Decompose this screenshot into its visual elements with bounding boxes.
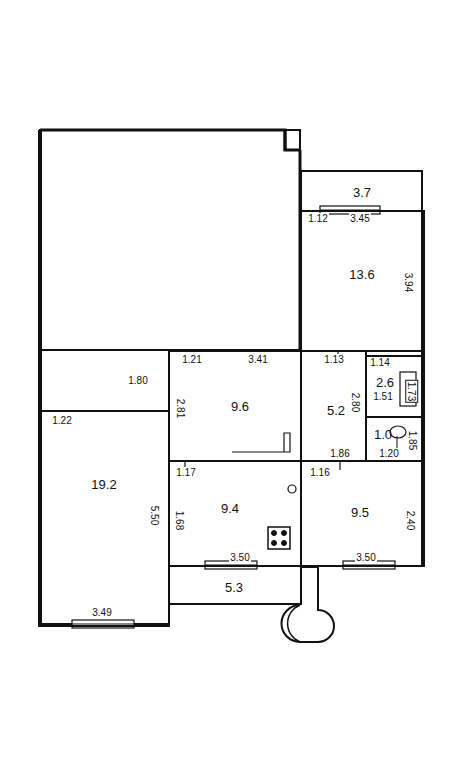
area-label: 2.6: [376, 375, 394, 390]
dimension-label: 1.73: [406, 379, 419, 402]
dimension-label: 1.21: [181, 354, 202, 365]
dimension-label: 1.80: [127, 375, 148, 386]
built-in: [232, 433, 290, 452]
dimension-label: 3.50: [229, 552, 250, 563]
area-label: 5.3: [225, 580, 243, 595]
dimension-label: 2.40: [406, 509, 417, 530]
dimension-label: 2.80: [351, 391, 362, 412]
riser: [288, 485, 296, 493]
area-label: 13.6: [349, 267, 374, 282]
corridor-area: 9.6: [168, 350, 302, 462]
stove: [268, 527, 290, 549]
room-outline: [40, 130, 300, 350]
dimension-label: 3.50: [355, 552, 376, 563]
dimension-label: 3.94: [404, 271, 415, 292]
dimension-label: 3.45: [349, 213, 370, 224]
area-label: 1.0: [374, 427, 392, 442]
area-label: 3.7: [353, 185, 371, 200]
dimension-label: 1.20: [378, 448, 399, 459]
outer-wall: [40, 130, 300, 150]
area-label: 9.5: [351, 505, 369, 520]
dimension-label: 1.68: [175, 509, 186, 530]
dimension-label: 3.49: [91, 607, 112, 618]
dimension-label: 1.16: [309, 467, 330, 478]
dimension-label: 1.14: [369, 357, 390, 368]
dimension-label: 1.13: [323, 354, 344, 365]
dimension-label: 1.51: [372, 391, 393, 402]
area-label: 9.6: [231, 399, 249, 414]
dimension-label: 1.22: [51, 415, 72, 426]
dimension-label: 2.81: [176, 397, 187, 418]
balcony-room: 3.7: [300, 170, 423, 212]
dimension-label: 1.86: [329, 448, 350, 459]
area-label: 5.2: [327, 403, 345, 418]
loggia-area: 5.3: [168, 565, 302, 605]
outer-wall: [40, 130, 170, 625]
dimension-label: 1.12: [307, 213, 328, 224]
area-label: 9.4: [221, 501, 239, 516]
dimension-label: 5.50: [150, 504, 161, 525]
dimension-label: 1.17: [175, 467, 196, 478]
dimension-label: 3.41: [247, 354, 268, 365]
toilet: [390, 426, 406, 438]
area-label: 19.2: [91, 477, 116, 492]
dimension-label: 1.85: [408, 429, 419, 450]
